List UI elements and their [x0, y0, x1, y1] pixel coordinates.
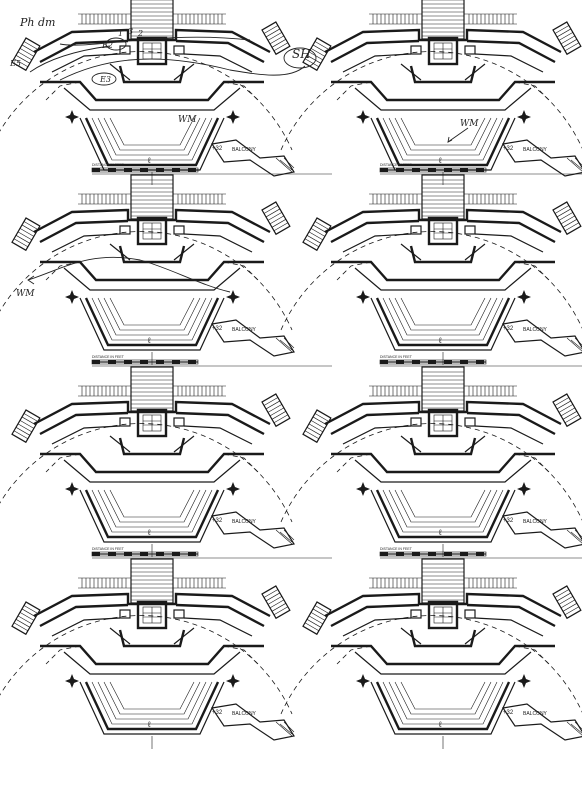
centerline-mark: ℓ [147, 720, 151, 729]
balcony-label: BALCONY [232, 711, 257, 717]
handwritten-mark-3: 3 [128, 27, 133, 36]
balcony-label: BALCONY [232, 147, 257, 153]
scale-caption: DISTANCE IN FEET [380, 163, 413, 167]
balcony-label: BALCONY [523, 711, 548, 717]
handwritten-annotations-copy-2: WM [447, 119, 479, 143]
scale-bar-row-3-left: DISTANCE IN FEET [91, 355, 333, 367]
plan-copy-7: +32 BALCONY ℓ [0, 557, 296, 751]
centerline-mark: ℓ [147, 528, 151, 537]
handwritten-mark-e3: E3 [99, 75, 111, 84]
scale-bar-row-2-left: DISTANCE IN FEET [91, 163, 333, 175]
centerline-mark: ℓ [438, 156, 442, 165]
handwritten-note-bottom: WM [460, 119, 479, 129]
balcony-level-label: +32 [212, 518, 223, 524]
plan-copy-4: +32 BALCONY ℓ [279, 173, 582, 367]
handwritten-mark-e2: E2 [101, 41, 113, 50]
scale-bar-row-4-right: DISTANCE IN FEET [379, 547, 582, 559]
handwritten-mark-2: 2 [137, 29, 143, 38]
balcony-level-label: +32 [212, 326, 223, 332]
balcony-label: BALCONY [232, 327, 257, 333]
scale-caption: DISTANCE IN FEET [92, 163, 125, 167]
centerline-mark: ℓ [438, 720, 442, 729]
handwritten-mark-e5: E5 [9, 59, 21, 68]
handwritten-mark-1: 1 [118, 29, 123, 38]
scale-bar-row-4-left: DISTANCE IN FEET [91, 547, 333, 559]
handwritten-note-left: WM [16, 289, 35, 299]
scale-caption: DISTANCE IN FEET [380, 547, 413, 551]
centerline-mark: ℓ [147, 336, 151, 345]
handwritten-note-right: SH [292, 47, 311, 61]
handwritten-note-bottom: WM [178, 115, 197, 125]
balcony-level-label: +32 [212, 146, 223, 152]
balcony-level-label: +32 [503, 518, 514, 524]
handwritten-note-top-left: Ph dm [19, 16, 55, 29]
plan-copy-5: +32 BALCONY ℓ [0, 365, 296, 559]
scale-caption: DISTANCE IN FEET [380, 355, 413, 359]
plan-copy-1: +32 BALCONY ℓ [0, 0, 296, 187]
scale-caption: DISTANCE IN FEET [92, 547, 125, 551]
plan-copy-2: +32 BALCONY ℓ [279, 0, 582, 187]
centerline-mark: ℓ [147, 156, 151, 165]
balcony-level-label: +32 [212, 710, 223, 716]
balcony-level-label: +32 [503, 710, 514, 716]
balcony-level-label: +32 [503, 146, 514, 152]
plan-copy-3: +32 BALCONY ℓ [0, 173, 296, 367]
scale-caption: DISTANCE IN FEET [92, 355, 125, 359]
balcony-label: BALCONY [523, 147, 548, 153]
scale-bar-row-3-right: DISTANCE IN FEET [379, 355, 582, 367]
handwritten-annotations-copy-3: WM [16, 256, 231, 299]
centerline-mark: ℓ [438, 528, 442, 537]
centerline-mark: ℓ [438, 336, 442, 345]
plan-copy-8: +32 BALCONY ℓ [279, 557, 582, 751]
balcony-label: BALCONY [523, 519, 548, 525]
plan-copy-6: +32 BALCONY ℓ [279, 365, 582, 559]
balcony-label: BALCONY [523, 327, 548, 333]
balcony-label: BALCONY [232, 519, 257, 525]
handwritten-annotations-copy-1: Ph dm SH WM E5 E3 E2 1 3 2 [9, 16, 317, 125]
balcony-level-label: +32 [503, 326, 514, 332]
scale-bar-row-2-right: DISTANCE IN FEET [379, 163, 582, 175]
